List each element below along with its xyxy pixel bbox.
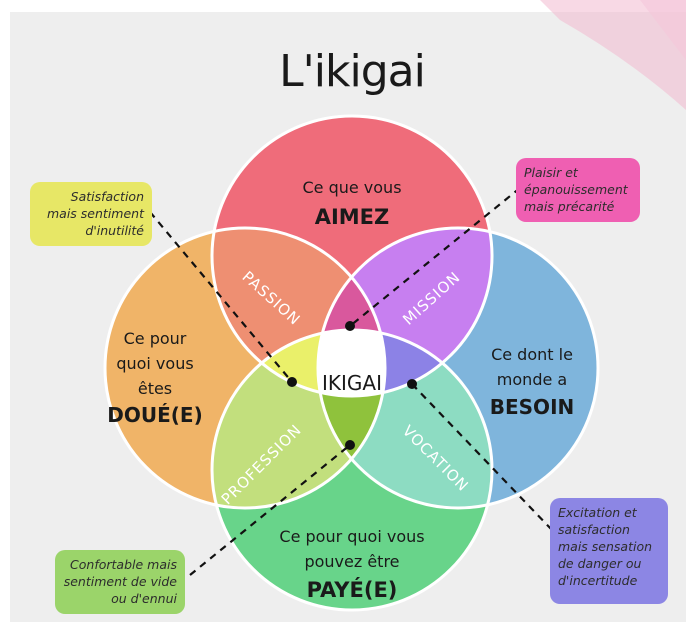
doue-line4: DOUÉ(E) [107,403,202,427]
page-title: L'ikigai [279,46,425,97]
callout-plaisir-precarite-text: Plaisir et épanouissement mais précarité [524,165,628,214]
callout-confortable-ennui-text: Confortable mais sentiment de vide ou d'… [63,557,177,606]
aimez-line1: Ce que vous [302,178,401,197]
paye-line2: pouvez être [304,552,399,571]
besoin-line1: Ce dont le [491,345,573,364]
besoin-line2: monde a [497,370,567,389]
paye-line3: PAYÉ(E) [307,577,398,602]
besoin-line3: BESOIN [490,395,575,419]
callout-satisfaction-inutilite: Satisfaction mais sentiment d'inutilité [30,182,152,246]
callout-excitation-incertitude-text: Excitation et satisfaction mais sensatio… [558,505,653,588]
dot-inner-right [407,379,417,389]
leader-lines [149,187,553,576]
ikigai-center-label: IKIGAI [322,371,382,395]
doue-line1: Ce pour [124,329,187,348]
leader-line-top-left [149,211,293,383]
pink-petal-shape [540,0,686,110]
doue-line3: êtes [138,379,172,398]
dot-inner-left [287,377,297,387]
callout-confortable-ennui: Confortable mais sentiment de vide ou d'… [55,550,185,614]
callout-plaisir-precarite: Plaisir et épanouissement mais précarité [516,158,640,222]
circle-outlines [103,114,600,612]
leader-dots [287,321,417,450]
callout-excitation-incertitude: Excitation et satisfaction mais sensatio… [550,498,668,604]
doue-line2: quoi vous [116,354,193,373]
dot-inner-bottom [345,440,355,450]
paye-line1: Ce pour quoi vous [279,527,424,546]
dot-inner-top [345,321,355,331]
leader-line-top-right [349,187,521,327]
leader-line-bottom-left [189,444,351,576]
aimez-line2: AIMEZ [315,205,390,229]
callout-satisfaction-inutilite-text: Satisfaction mais sentiment d'inutilité [47,189,144,238]
